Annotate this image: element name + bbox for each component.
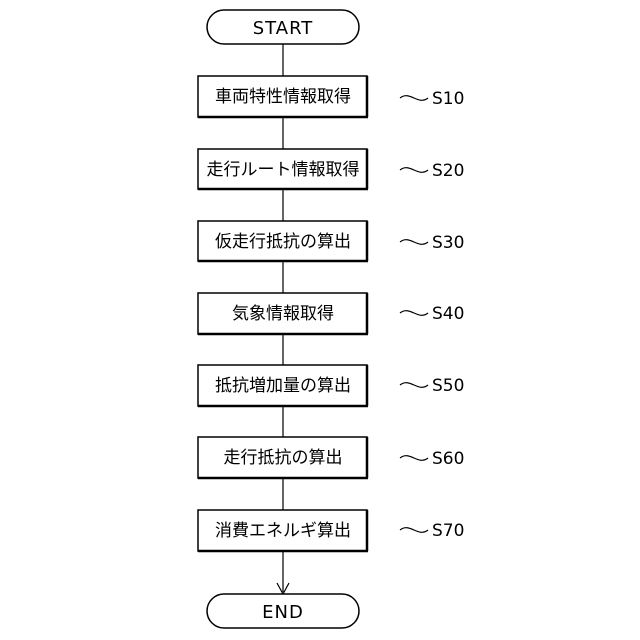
step-text: 車両特性情報取得 xyxy=(215,87,351,107)
label-leader-line xyxy=(400,456,428,461)
label-leader-line xyxy=(400,528,428,533)
step-label: S20 xyxy=(432,161,464,181)
step-label: S70 xyxy=(432,521,464,541)
label-leader-line xyxy=(400,96,428,101)
step-label: S10 xyxy=(432,89,464,109)
label-leader-line xyxy=(400,383,428,388)
step-label: S30 xyxy=(432,233,464,253)
label-leader-line xyxy=(400,240,428,245)
step-text: 仮走行抵抗の算出 xyxy=(215,232,351,252)
step-text: 消費エネルギ算出 xyxy=(215,521,351,541)
end-label: END xyxy=(262,602,304,623)
step-text: 走行ルート情報取得 xyxy=(207,160,360,180)
step-label: S60 xyxy=(432,449,464,469)
step-text: 抵抗増加量の算出 xyxy=(215,376,351,396)
step-label: S40 xyxy=(432,304,464,324)
step-label: S50 xyxy=(432,376,464,396)
label-leader-line xyxy=(400,168,428,173)
label-leader-line xyxy=(400,311,428,316)
step-text: 走行抵抗の算出 xyxy=(224,448,343,468)
step-text: 気象情報取得 xyxy=(232,304,334,324)
start-label: START xyxy=(253,18,314,39)
